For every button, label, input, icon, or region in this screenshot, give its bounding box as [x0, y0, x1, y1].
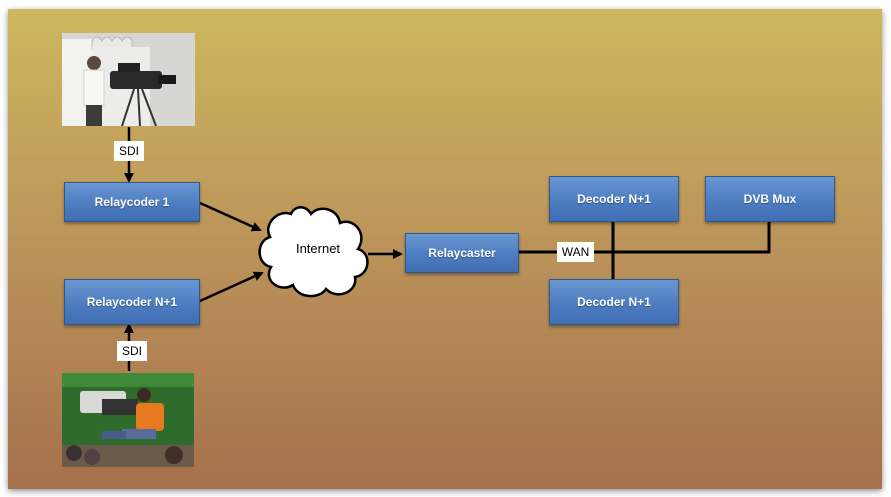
- relaycoder-1-node[interactable]: Relaycoder 1: [64, 182, 200, 222]
- top-photo: [62, 33, 195, 126]
- diagram-canvas: SDI SDI Relaycoder 1 Relaycoder N+1 Rela…: [8, 9, 882, 489]
- sdi-label-bottom: SDI: [117, 341, 147, 361]
- relaycaster-node[interactable]: Relaycaster: [405, 233, 519, 273]
- relaycoder1-internet-arrow: [199, 201, 262, 232]
- dvb-mux-node[interactable]: DVB Mux: [705, 176, 835, 222]
- decoder-top-node[interactable]: Decoder N+1: [549, 176, 679, 222]
- internet-label: Internet: [295, 241, 341, 256]
- stadium-cameraman-photo: [62, 373, 194, 467]
- bottom-photo: [62, 373, 194, 467]
- decoder-bottom-node[interactable]: Decoder N+1: [549, 279, 679, 325]
- relaycoder-n1-node[interactable]: Relaycoder N+1: [64, 279, 200, 325]
- sdi-label-top: SDI: [114, 141, 144, 161]
- wan-label: WAN: [557, 242, 594, 262]
- internet-cloud-icon: [258, 206, 369, 298]
- camera-operator-photo: [62, 33, 195, 126]
- relaycodern1-internet-arrow: [199, 271, 264, 303]
